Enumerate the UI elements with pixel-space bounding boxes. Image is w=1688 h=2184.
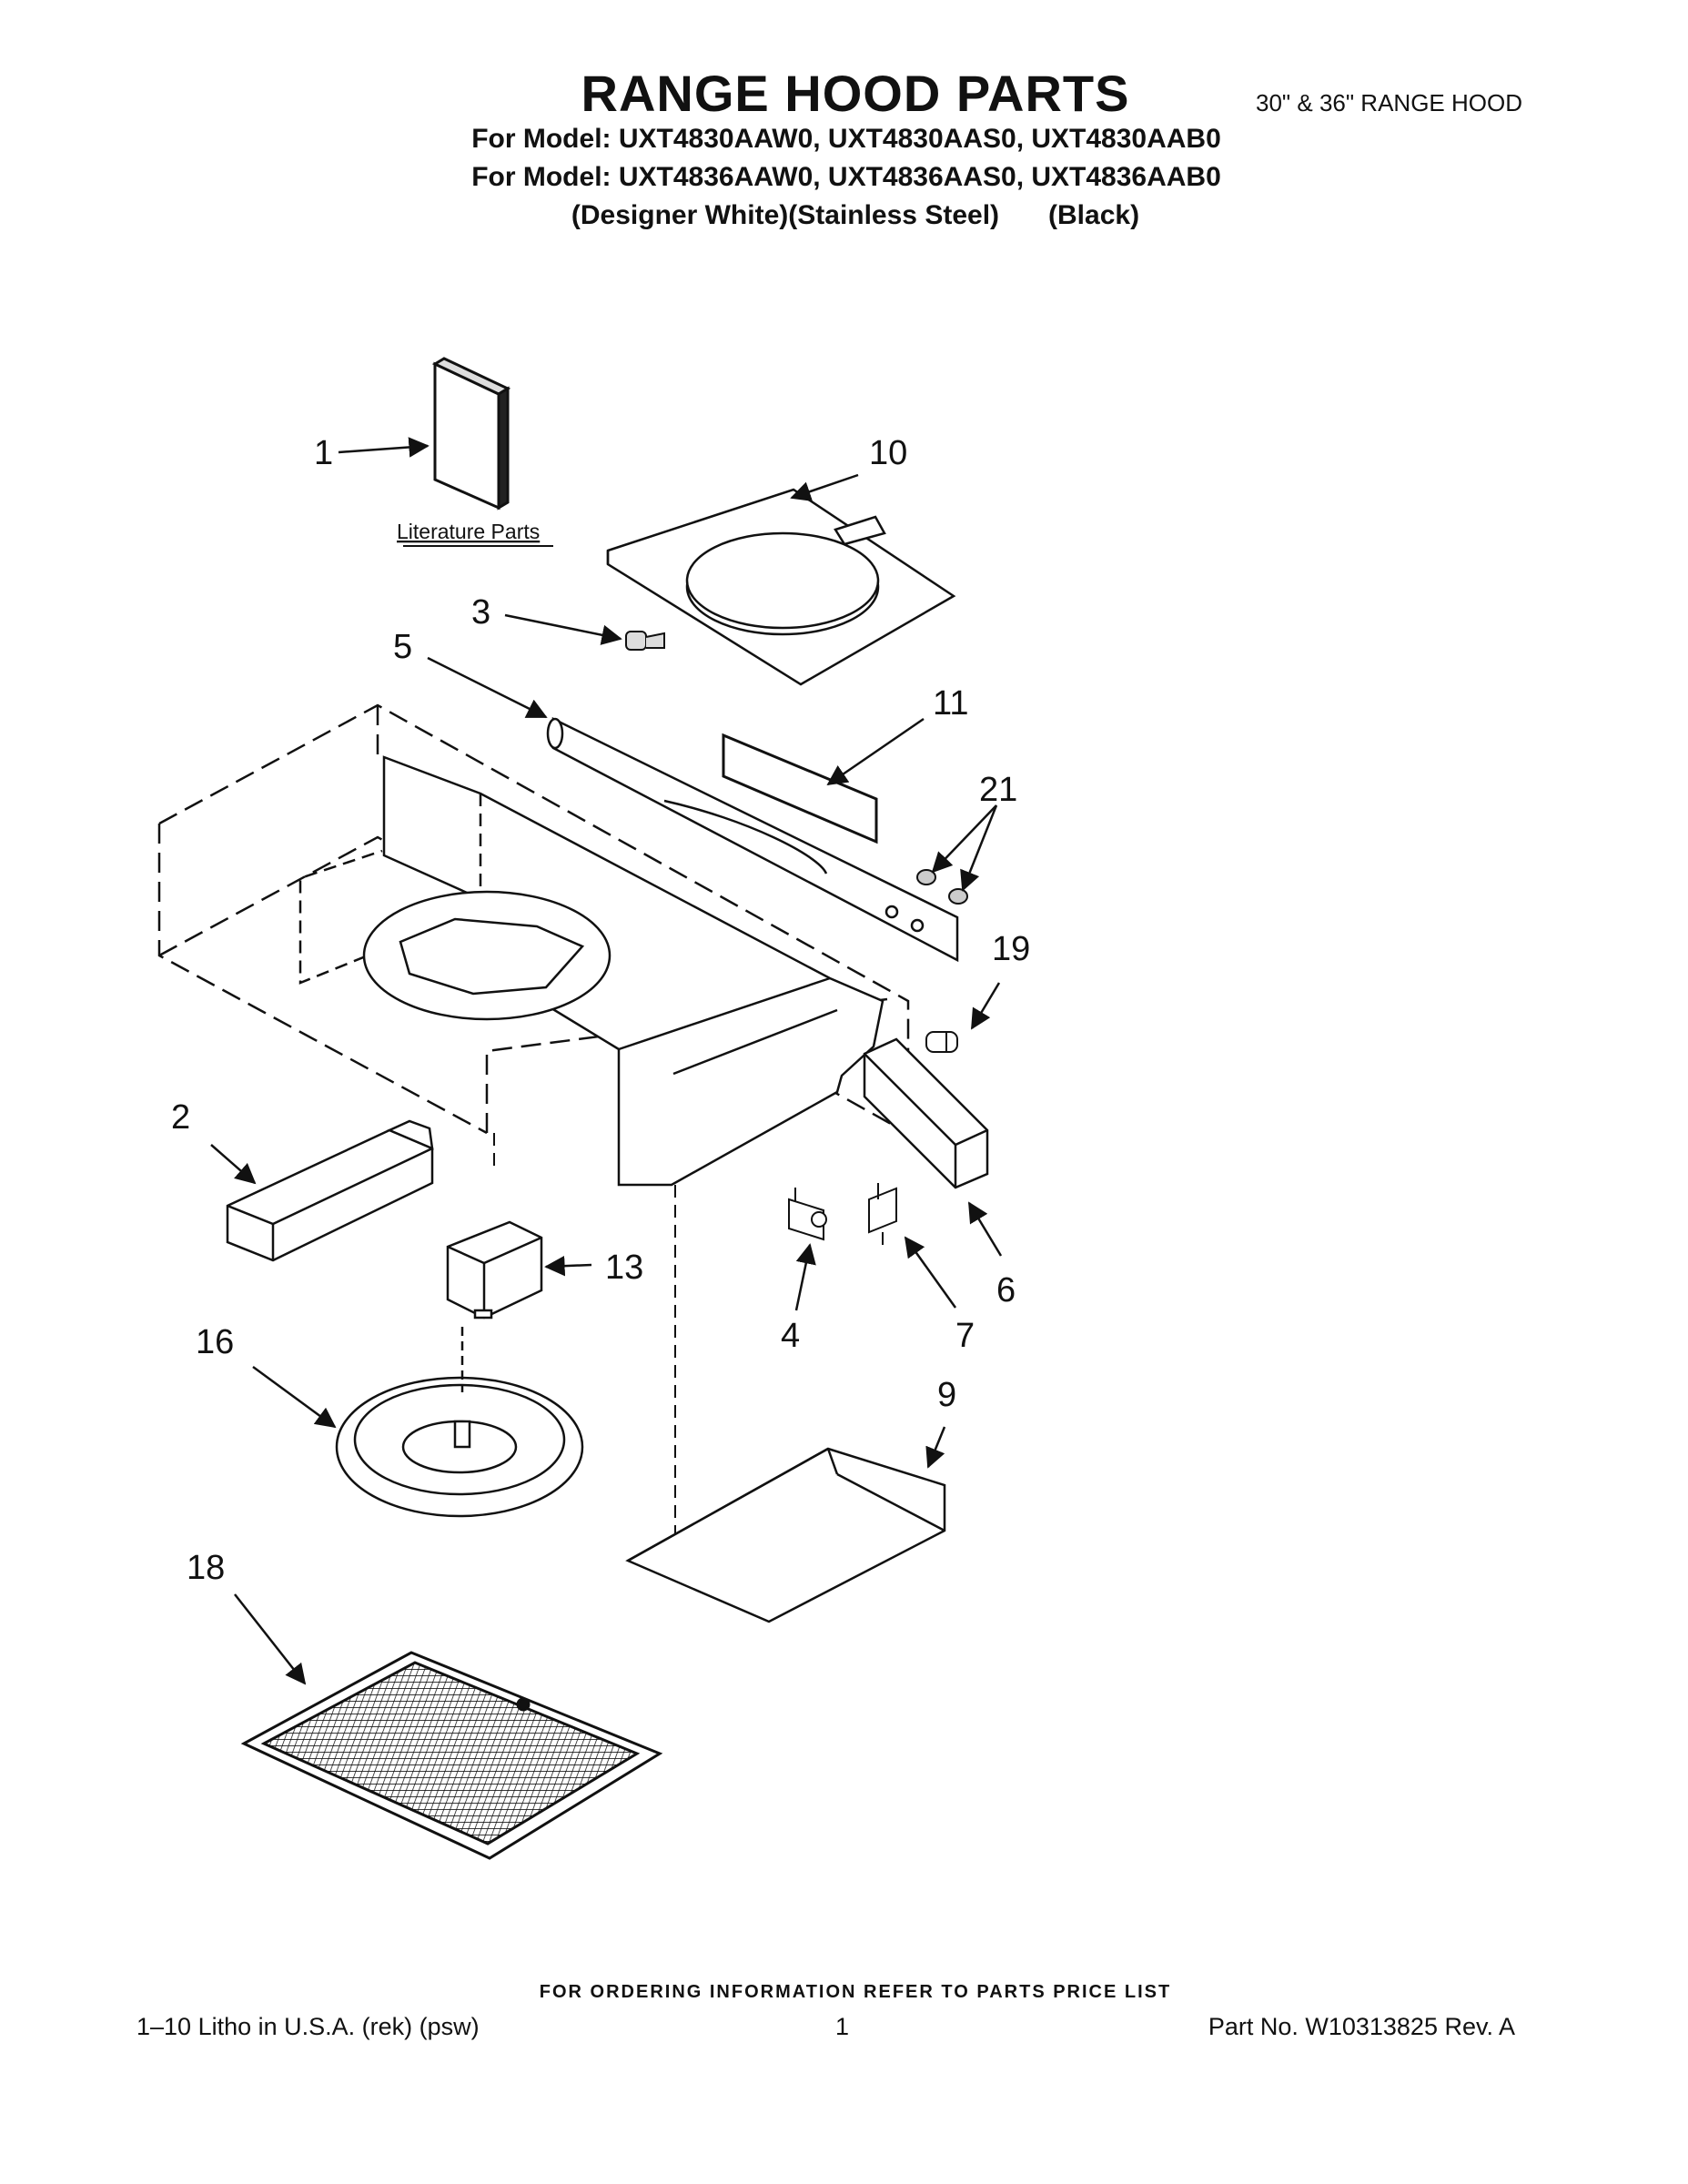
- part-3-screw: [625, 631, 665, 651]
- part-11-label: [722, 733, 878, 844]
- leader-lines: [210, 437, 1003, 1685]
- part-number: Part No. W10313825 Rev. A: [1208, 2013, 1515, 2040]
- page-number: 1: [835, 2013, 850, 2040]
- color-stainless-steel: (Stainless Steel): [788, 200, 1000, 230]
- callout-6: 6: [996, 1271, 1016, 1309]
- part-16-blower-wheel: [335, 1327, 584, 1518]
- ordering-note: FOR ORDERING INFORMATION REFER TO PARTS …: [539, 1982, 1172, 2002]
- callout-13: 13: [605, 1249, 643, 1287]
- part-13-motor-bracket: [446, 1220, 543, 1320]
- callout-3: 3: [471, 593, 490, 632]
- color-black: (Black): [1048, 200, 1140, 230]
- litho-info: 1–10 Litho in U.S.A. (rek) (psw): [136, 2013, 480, 2040]
- model-line-1: For Model: UXT4830AAW0, UXT4830AAS0, UXT…: [471, 124, 1221, 154]
- callout-numbers: 1 10 3 5 11 21 19 2 13 4 7 6 9 16 18: [171, 434, 1030, 1587]
- part-1-literature: [431, 357, 511, 511]
- part-5-control-trim: [546, 716, 959, 963]
- callout-16: 16: [196, 1323, 234, 1361]
- callout-5: 5: [393, 628, 412, 666]
- color-designer-white: (Designer White): [571, 200, 789, 230]
- callout-10: 10: [869, 434, 907, 472]
- document-reference: 30" & 36" RANGE HOOD: [1256, 89, 1522, 116]
- part-7-switch: [868, 1183, 897, 1245]
- part-19-lamp: [925, 1031, 958, 1053]
- callout-21: 21: [979, 771, 1017, 809]
- hood-housing: [157, 703, 910, 1187]
- part-4-switch: [788, 1188, 827, 1241]
- callout-7: 7: [955, 1317, 975, 1355]
- part-10-top-plate: [606, 488, 956, 686]
- callout-9: 9: [937, 1376, 956, 1414]
- callout-1: 1: [314, 434, 333, 472]
- part-9-bottom-panel: [625, 1447, 946, 1623]
- literature-parts-label: Literature Parts: [397, 520, 540, 543]
- color-legend: (Designer White)(Stainless Steel) (Black): [0, 200, 1688, 231]
- part-21-knobs: [916, 869, 968, 905]
- part-2-duct-channel: [226, 1119, 434, 1262]
- callout-19: 19: [992, 930, 1030, 968]
- callout-11: 11: [933, 684, 968, 723]
- part-18-grease-filter: [240, 1651, 663, 1860]
- page-title: RANGE HOOD PARTS: [581, 65, 1130, 122]
- callout-2: 2: [171, 1098, 190, 1137]
- callout-4: 4: [781, 1317, 800, 1355]
- model-line-2: For Model: UXT4836AAW0, UXT4836AAS0, UXT…: [471, 162, 1221, 192]
- callout-18: 18: [187, 1549, 225, 1587]
- part-6-light-cover: [863, 1037, 989, 1189]
